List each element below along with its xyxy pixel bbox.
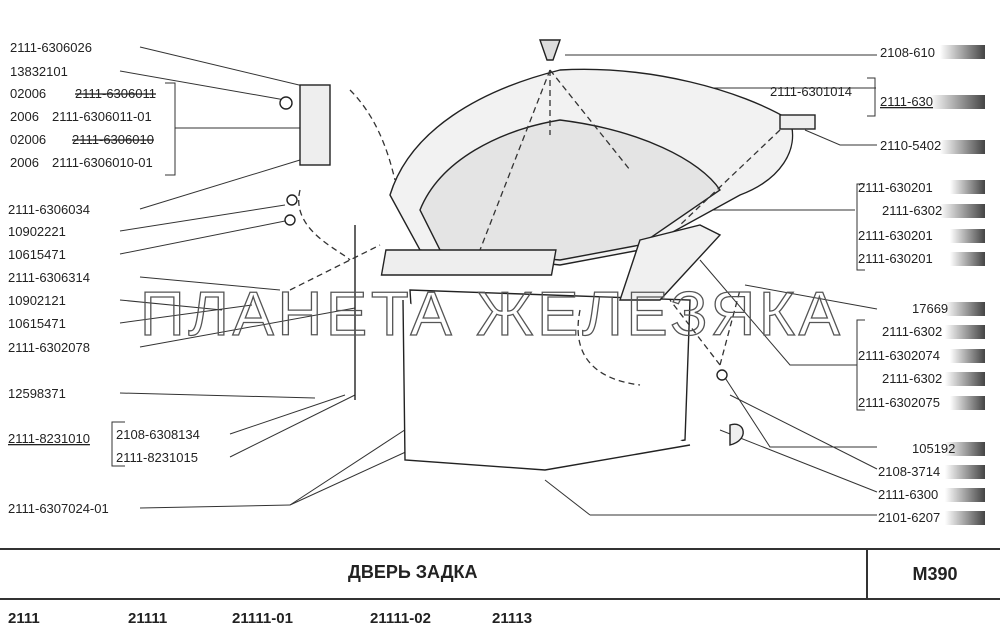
dashed-arrows (289, 69, 781, 386)
part-label: 2111-6302078 (8, 340, 90, 355)
tailgate-drawing (279, 39, 816, 471)
part-label: 2006 (10, 109, 39, 124)
title-row: ДВЕРЬ ЗАДКА М390 (0, 548, 1000, 600)
part-label: 12598371 (8, 386, 66, 401)
model-item: 21113 (492, 610, 533, 627)
part-label: 2111-6307024-01 (8, 501, 109, 516)
exploded-diagram: 2111-6306026 13832101 02006 2111-6306011… (8, 39, 985, 525)
part-label: 10902121 (8, 293, 66, 308)
part-label: 105192 (912, 441, 955, 456)
part-label: 2108-3714 (878, 464, 940, 479)
part-label: 2108-610 (880, 45, 935, 60)
part-label: 2111-6302 (882, 324, 942, 339)
part-label: 2111-630 (880, 94, 933, 109)
part-label: 13832101 (10, 64, 68, 79)
part-label: 10902221 (8, 224, 66, 239)
part-label: 2111-8231010 (8, 431, 90, 446)
part-label: 2111-630201 (858, 251, 933, 266)
part-label: 2108-6308134 (116, 427, 200, 442)
part-label: 2111-6302 (882, 371, 942, 386)
part-label: 2111-6306026 (10, 40, 92, 55)
model-item: 21111 (128, 610, 168, 627)
right-part-labels: 2108-610 2111-6301014 2111-630 2110-5402… (770, 45, 985, 525)
part-label: 10615471 (8, 316, 66, 331)
part-label: 2006 (10, 155, 39, 170)
part-label-obsolete: 2111-6306010 (72, 132, 154, 147)
leader-lines (111, 46, 878, 516)
part-label: 2111-6302074 (858, 348, 940, 363)
watermark: ПЛАНЕТА ЖЕЛЕЗЯКА (140, 280, 841, 349)
part-label: 17669 (912, 301, 948, 316)
part-label: 10615471 (8, 247, 66, 262)
part-label: 2111-630201 (858, 228, 933, 243)
diagram-title: ДВЕРЬ ЗАДКА (348, 562, 478, 582)
model-item: 2111 (8, 610, 40, 627)
part-label: 02006 (10, 132, 46, 147)
part-label: 2111-6302 (882, 203, 942, 218)
part-label: 2111-6302075 (858, 395, 940, 410)
part-label: 2111-6306011-01 (52, 109, 152, 124)
part-label: 2111-8231015 (116, 450, 198, 465)
part-label: 02006 (10, 86, 46, 101)
part-label: 2111-6306034 (8, 202, 90, 217)
part-label: 2101-6207 (878, 510, 940, 525)
model-item: 21111-01 (232, 610, 293, 627)
part-label-obsolete: 2111-6306011 (75, 86, 156, 101)
part-label: 2111-6301014 (770, 84, 852, 99)
part-label: 2111-630201 (858, 180, 933, 195)
part-label: 2111-6306010-01 (52, 155, 153, 170)
part-label: 2110-5402 (880, 138, 941, 153)
diagram-code: М390 (866, 550, 1000, 598)
model-item: 21111-02 (370, 610, 431, 627)
part-label: 2111-6300 (878, 487, 938, 502)
left-part-labels: 2111-6306026 13832101 02006 2111-6306011… (8, 40, 200, 516)
part-label: 2111-6306314 (8, 270, 90, 285)
